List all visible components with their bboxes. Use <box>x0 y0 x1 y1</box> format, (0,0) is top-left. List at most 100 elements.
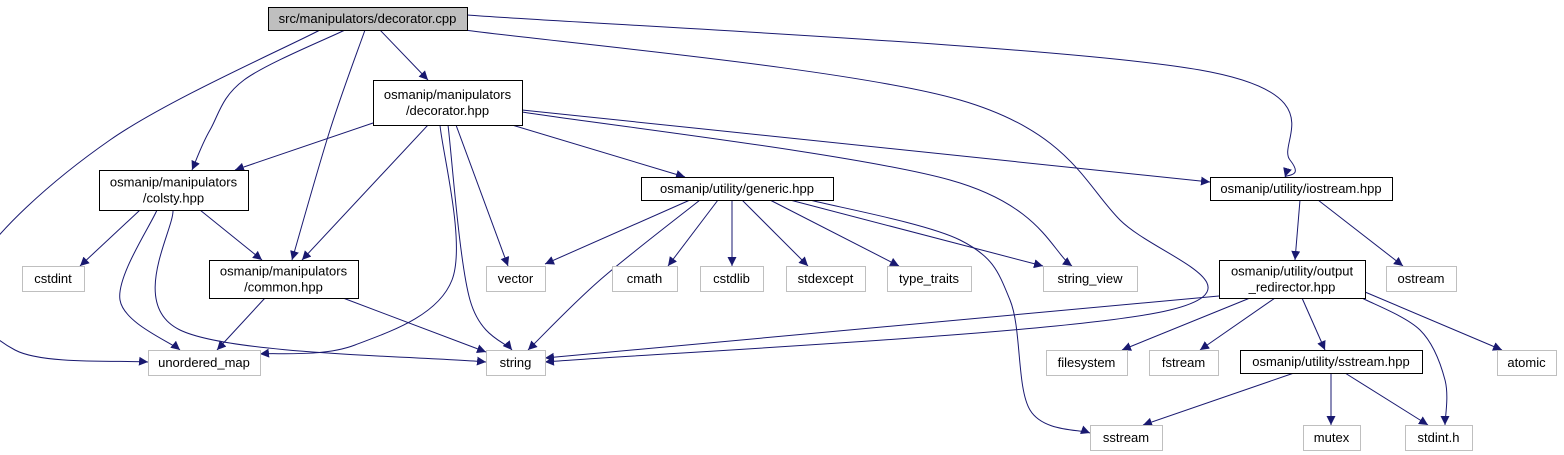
node-label: osmanip/manipulators <box>110 175 238 190</box>
edge-output-redirector-hpp-to-stdint-h <box>1361 297 1450 426</box>
node-box <box>786 266 866 292</box>
node-label: fstream <box>1162 355 1205 370</box>
node-colsty-hpp[interactable]: osmanip/manipulators/colsty.hpp <box>99 170 249 211</box>
node-common-hpp[interactable]: osmanip/manipulators/common.hpp <box>209 260 359 299</box>
edge-decorator-cpp-to-unordered-map <box>0 29 321 366</box>
node-label: stdexcept <box>798 271 854 286</box>
node-unordered-map: unordered_map <box>148 350 261 376</box>
edge-decorator-cpp-to-iostream-hpp <box>466 14 1296 178</box>
node-label: /common.hpp <box>244 280 323 295</box>
node-decorator-cpp[interactable]: src/manipulators/decorator.cpp <box>268 7 468 31</box>
edge-generic-hpp-to-string-view <box>789 199 1044 269</box>
node-label: vector <box>498 271 534 286</box>
edges <box>0 14 1503 434</box>
edge-decorator-cpp-to-decorator-hpp <box>379 29 429 81</box>
node-box <box>486 350 546 376</box>
node-mutex: mutex <box>1303 425 1361 451</box>
node-generic-hpp[interactable]: osmanip/utility/generic.hpp <box>641 177 834 201</box>
edge-decorator-hpp-to-unordered-map <box>259 124 457 358</box>
edge-common-hpp-to-unordered-map <box>216 297 266 351</box>
edge-iostream-hpp-to-ostream <box>1317 199 1404 267</box>
node-label: osmanip/utility/sstream.hpp <box>1252 354 1410 369</box>
edge-colsty-hpp-to-string <box>154 209 487 366</box>
edge-generic-hpp-to-type-traits <box>769 199 900 267</box>
node-box <box>209 260 359 299</box>
edge-common-hpp-to-string <box>342 297 487 354</box>
node-label: osmanip/utility/iostream.hpp <box>1220 181 1381 196</box>
node-label: cstdint <box>34 271 72 286</box>
edge-generic-hpp-to-sstream <box>809 199 1091 434</box>
node-sstream-hpp[interactable]: osmanip/utility/sstream.hpp <box>1240 350 1423 374</box>
node-label: mutex <box>1314 430 1350 445</box>
node-label: stdint.h <box>1418 430 1460 445</box>
node-label: atomic <box>1507 355 1546 370</box>
node-label: cmath <box>627 271 662 286</box>
node-label: osmanip/utility/output <box>1231 264 1354 279</box>
edge-decorator-hpp-to-iostream-hpp <box>521 109 1211 186</box>
node-label: _redirector.hpp <box>1248 280 1336 295</box>
node-vector: vector <box>486 266 546 292</box>
node-box <box>1405 425 1473 451</box>
node-ostream: ostream <box>1386 266 1457 292</box>
node-box <box>1149 350 1219 376</box>
edge-decorator-hpp-to-string <box>447 124 513 351</box>
edge-output-redirector-hpp-to-atomic <box>1364 291 1503 351</box>
edge-generic-hpp-to-string <box>527 199 701 351</box>
node-box <box>1240 350 1423 374</box>
nodes: src/manipulators/decorator.cpp osmanip/ma… <box>22 7 1557 451</box>
edge-output-redirector-hpp-to-fstream <box>1199 297 1276 351</box>
edge-decorator-cpp-to-string <box>464 29 1209 366</box>
node-box <box>887 266 972 292</box>
node-label: type_traits <box>899 271 959 286</box>
node-box <box>268 7 468 31</box>
node-box <box>1386 266 1457 292</box>
node-box <box>1043 266 1138 292</box>
node-box <box>1090 425 1163 451</box>
node-box <box>373 80 523 126</box>
node-label: osmanip/manipulators <box>384 87 512 102</box>
edge-generic-hpp-to-cmath <box>667 199 719 267</box>
node-label: /decorator.hpp <box>406 103 489 118</box>
node-label: osmanip/manipulators <box>220 264 348 279</box>
edge-decorator-hpp-to-string-view <box>521 111 1073 267</box>
edge-decorator-cpp-to-colsty-hpp <box>191 29 346 171</box>
node-cmath: cmath <box>612 266 678 292</box>
node-box <box>612 266 678 292</box>
node-label: src/manipulators/decorator.cpp <box>279 11 457 26</box>
edge-decorator-hpp-to-generic-hpp <box>511 124 686 179</box>
edge-output-redirector-hpp-to-sstream-hpp <box>1301 297 1326 351</box>
edge-decorator-hpp-to-colsty-hpp <box>234 122 374 172</box>
node-stdexcept: stdexcept <box>786 266 866 292</box>
node-box <box>1046 350 1128 376</box>
node-label: sstream <box>1103 430 1149 445</box>
edge-colsty-hpp-to-common-hpp <box>199 209 263 261</box>
node-iostream-hpp[interactable]: osmanip/utility/iostream.hpp <box>1210 177 1393 201</box>
node-decorator-hpp[interactable]: osmanip/manipulators/decorator.hpp <box>373 80 523 126</box>
edge-colsty-hpp-to-cstdint <box>79 209 141 267</box>
node-string: string <box>486 350 546 376</box>
node-sstream: sstream <box>1090 425 1163 451</box>
node-box <box>486 266 546 292</box>
edge-iostream-hpp-to-output-redirector-hpp <box>1291 199 1301 261</box>
node-label: string <box>500 355 532 370</box>
node-box <box>22 266 85 292</box>
node-output-redirector-hpp[interactable]: osmanip/utility/output_redirector.hpp <box>1219 260 1366 299</box>
node-label: osmanip/utility/generic.hpp <box>660 181 814 196</box>
node-fstream: fstream <box>1149 350 1219 376</box>
node-box <box>1219 260 1366 299</box>
node-cstdint: cstdint <box>22 266 85 292</box>
edge-decorator-hpp-to-common-hpp <box>301 124 429 261</box>
node-cstdlib: cstdlib <box>700 266 764 292</box>
edge-decorator-cpp-to-common-hpp <box>290 29 366 261</box>
node-atomic: atomic <box>1497 350 1557 376</box>
node-label: string_view <box>1057 271 1123 286</box>
node-stdint-h: stdint.h <box>1405 425 1473 451</box>
node-type-traits: type_traits <box>887 266 972 292</box>
node-label: /colsty.hpp <box>143 191 204 206</box>
node-label: filesystem <box>1058 355 1116 370</box>
edge-colsty-hpp-to-unordered-map <box>119 209 181 351</box>
node-label: unordered_map <box>158 355 250 370</box>
edge-output-redirector-hpp-to-filesystem <box>1121 297 1251 351</box>
node-box <box>148 350 261 376</box>
